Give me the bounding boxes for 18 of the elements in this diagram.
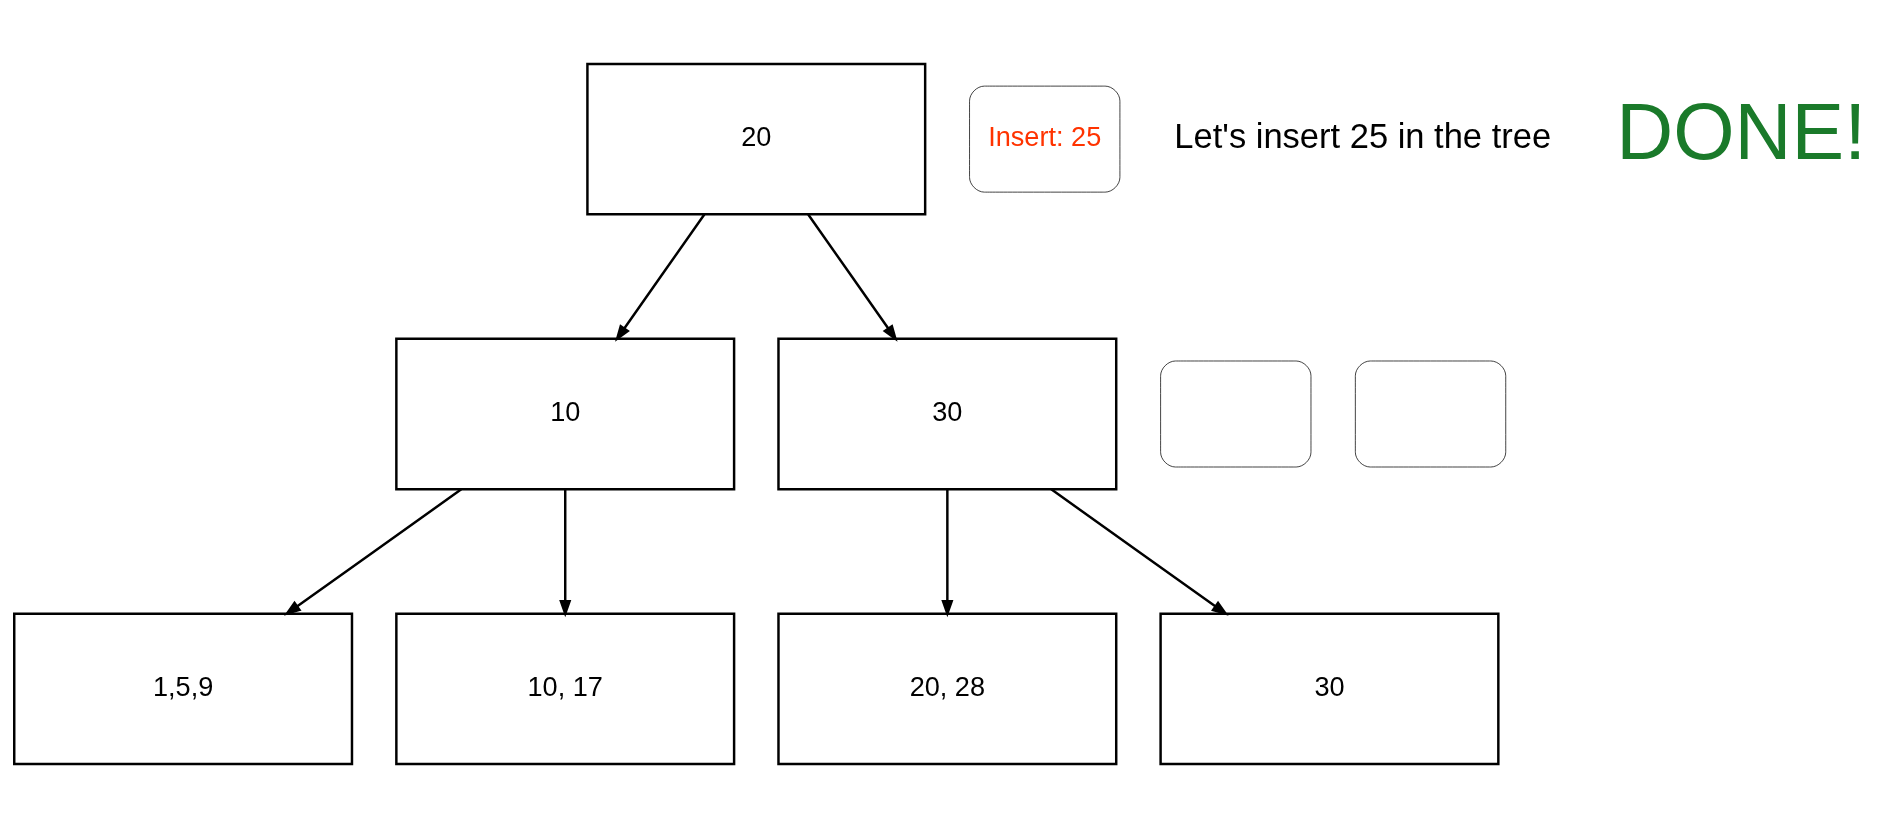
node-box: [1160, 360, 1312, 467]
arrow: [941, 488, 954, 617]
arrow: [615, 213, 706, 342]
node-box: 10: [395, 337, 736, 490]
node-box: 30: [1159, 611, 1500, 765]
label: DONE!: [1616, 87, 1867, 176]
arrow: [807, 213, 898, 342]
node-box: 30: [777, 337, 1118, 490]
node-box: [1355, 360, 1507, 467]
arrow: [1050, 487, 1229, 616]
arrow: [283, 487, 463, 616]
node-box: 1,5,9: [13, 611, 354, 765]
node-box: 20, 28: [777, 611, 1118, 765]
node-box: 20: [586, 62, 927, 216]
node-box: Insert: 25: [969, 85, 1121, 192]
arrow: [559, 488, 572, 617]
label: Let's insert 25 in the tree: [1174, 116, 1552, 155]
node-box: 10, 17: [395, 611, 736, 765]
